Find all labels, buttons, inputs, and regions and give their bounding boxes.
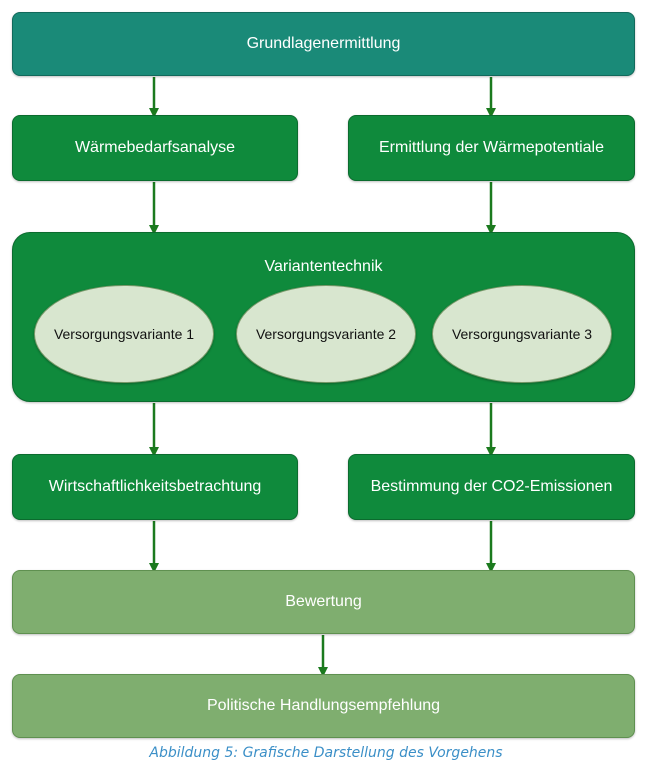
grundlagenermittlung-label: Grundlagenermittlung [246, 35, 401, 52]
waermebedarfsanalyse-box: Wärmebedarfsanalyse [12, 115, 298, 181]
versorgungsvariante-2-label: Versorgungsvariante 2 [255, 326, 397, 342]
waermebedarfsanalyse-label: Wärmebedarfsanalyse [74, 139, 236, 156]
wirtschaftlichkeitsbetrachtung-label: Wirtschaftlichkeitsbetrachtung [48, 478, 262, 495]
bewertung-label: Bewertung [285, 593, 362, 610]
versorgungsvariante-1-label: Versorgungsvariante 1 [53, 326, 195, 342]
grundlagenermittlung-box: Grundlagenermittlung [12, 12, 635, 76]
variantentechnik-label: Variantentechnik [264, 258, 383, 275]
co2-emissionen-label: Bestimmung der CO2-Emissionen [370, 478, 613, 495]
handlungsempfehlung-label: Politische Handlungsempfehlung [206, 697, 441, 714]
wirtschaftlichkeitsbetrachtung-box: Wirtschaftlichkeitsbetrachtung [12, 454, 298, 520]
versorgungsvariante-2-ellipse: Versorgungsvariante 2 [236, 285, 416, 383]
waermepotentiale-box: Ermittlung der Wärmepotentiale [348, 115, 635, 181]
versorgungsvariante-3-ellipse: Versorgungsvariante 3 [432, 285, 612, 383]
waermepotentiale-label: Ermittlung der Wärmepotentiale [379, 139, 604, 156]
co2-emissionen-box: Bestimmung der CO2-Emissionen [348, 454, 635, 520]
handlungsempfehlung-box: Politische Handlungsempfehlung [12, 674, 635, 738]
bewertung-box: Bewertung [12, 570, 635, 634]
versorgungsvariante-1-ellipse: Versorgungsvariante 1 [34, 285, 214, 383]
figure-caption: Abbildung 5: Grafische Darstellung des V… [149, 745, 503, 761]
versorgungsvariante-3-label: Versorgungsvariante 3 [451, 326, 593, 342]
